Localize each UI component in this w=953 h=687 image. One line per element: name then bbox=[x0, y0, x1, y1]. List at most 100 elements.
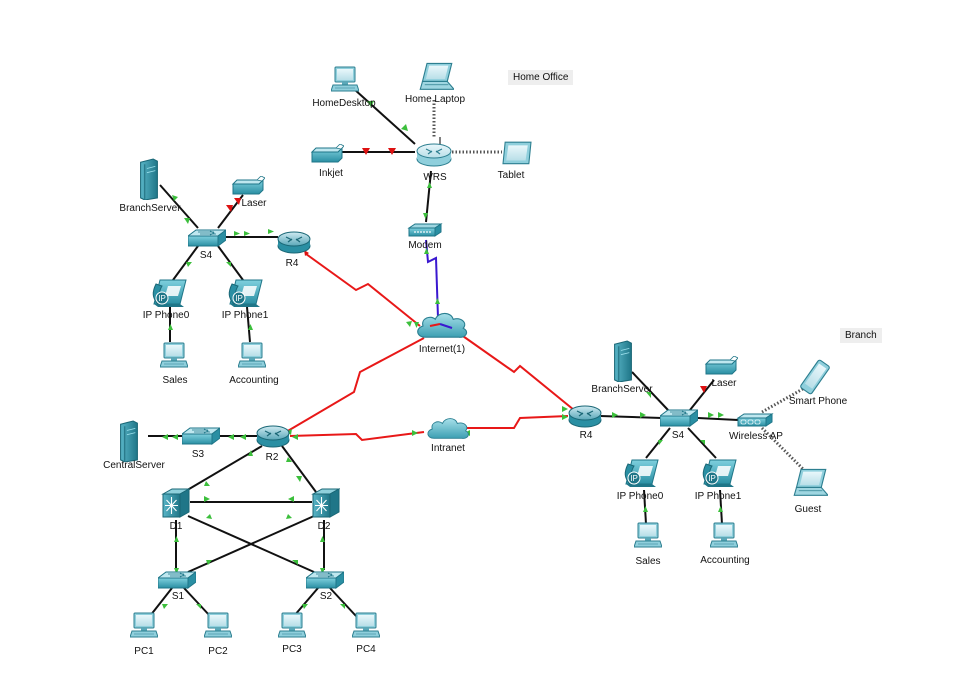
branch-server-right-icon[interactable] bbox=[614, 340, 632, 382]
wireless-router-icon[interactable] bbox=[416, 136, 452, 167]
link-phone1-accounting-right bbox=[719, 489, 723, 525]
label-home-laptop: Home Laptop bbox=[404, 94, 466, 105]
label-d1: D1 bbox=[169, 521, 183, 532]
link-r2-intranet bbox=[289, 431, 425, 442]
laser-printer-left-icon[interactable] bbox=[232, 176, 265, 195]
label-ip-phone0-left: IP Phone0 bbox=[142, 310, 190, 321]
ip-badge-phone1-left: IP bbox=[235, 294, 243, 303]
label-intranet: Intranet bbox=[431, 443, 465, 454]
label-modem: Modem bbox=[408, 240, 442, 251]
intranet-cloud-icon[interactable] bbox=[427, 418, 469, 439]
label-s4-left: S4 bbox=[199, 250, 213, 261]
inkjet-printer-icon[interactable] bbox=[311, 144, 344, 163]
multilayer-switch-d1-icon[interactable] bbox=[162, 488, 190, 518]
accounting-pc-right-icon[interactable] bbox=[710, 522, 738, 548]
link-s4-ap bbox=[697, 417, 739, 421]
label-pc4: PC4 bbox=[356, 644, 376, 655]
link-r2-d1 bbox=[183, 445, 263, 493]
link-phone0-sales-right bbox=[643, 489, 647, 525]
link-r2-d2 bbox=[281, 445, 317, 493]
label-r2: R2 bbox=[265, 452, 279, 463]
link-r4-internet bbox=[305, 253, 421, 327]
ip-badge-phone0-left: IP bbox=[158, 294, 166, 303]
label-wrs: WRS bbox=[423, 172, 447, 183]
ip-phone1-left-icon[interactable] bbox=[228, 279, 263, 308]
label-internet: Internet(1) bbox=[418, 344, 466, 355]
wireless-ap-icon[interactable] bbox=[737, 413, 773, 427]
link-s4-phone0-left bbox=[172, 245, 199, 281]
branch-server-left-icon[interactable] bbox=[140, 158, 158, 200]
router-r4-right-icon[interactable] bbox=[568, 405, 602, 428]
label-inkjet: Inkjet bbox=[319, 168, 343, 179]
accounting-pc-left-icon[interactable] bbox=[238, 342, 266, 368]
label-d2: D2 bbox=[317, 521, 331, 532]
label-wireless-ap: Wireless AP bbox=[729, 431, 783, 442]
modem-icon[interactable] bbox=[408, 223, 442, 237]
sales-pc-left-icon[interactable] bbox=[160, 342, 188, 368]
link-phone1-accounting-left bbox=[246, 306, 251, 343]
smart-phone-icon[interactable] bbox=[799, 358, 831, 396]
link-branchserver-s4-right bbox=[631, 371, 669, 411]
link-internet-r2 bbox=[285, 337, 425, 433]
tablet-icon[interactable] bbox=[502, 141, 532, 165]
central-server-icon[interactable] bbox=[120, 420, 138, 462]
guest-laptop-icon[interactable] bbox=[793, 468, 828, 496]
label-ip-phone1-right: IP Phone1 bbox=[694, 491, 742, 502]
link-down-indicators bbox=[226, 148, 707, 393]
label-central-server: CentralServer bbox=[103, 460, 165, 471]
link-s2-pc3 bbox=[293, 587, 319, 617]
home-laptop-icon[interactable] bbox=[419, 62, 454, 90]
router-r4-left-icon[interactable] bbox=[277, 231, 311, 254]
label-pc3: PC3 bbox=[282, 644, 302, 655]
link-s2-pc4 bbox=[329, 587, 357, 617]
ip-badge-phone0-right: IP bbox=[630, 474, 638, 483]
label-laser-right: Laser bbox=[711, 378, 737, 389]
label-ip-phone0-right: IP Phone0 bbox=[616, 491, 664, 502]
pc1-icon[interactable] bbox=[130, 612, 158, 638]
switch-s4-right-icon[interactable] bbox=[660, 409, 698, 427]
link-s1-pc2 bbox=[183, 587, 211, 617]
multilayer-switch-d2-icon[interactable] bbox=[312, 488, 340, 518]
label-accounting-left: Accounting bbox=[229, 375, 279, 386]
pc4-icon[interactable] bbox=[352, 612, 380, 638]
internet-cloud-traffic bbox=[429, 323, 453, 329]
ip-badge-phone1-right: IP bbox=[708, 474, 716, 483]
ip-badges: IP IP IP IP bbox=[155, 291, 719, 485]
router-r2-icon[interactable] bbox=[256, 425, 290, 448]
laser-printer-right-icon[interactable] bbox=[705, 356, 738, 375]
connection-links bbox=[148, 88, 810, 617]
label-r4-left: R4 bbox=[285, 258, 299, 269]
switch-s4-left-icon[interactable] bbox=[188, 229, 226, 247]
label-r4-right: R4 bbox=[579, 430, 593, 441]
label-smart-phone: Smart Phone bbox=[788, 396, 848, 407]
link-r4-s4-right bbox=[599, 415, 663, 419]
label-s1: S1 bbox=[171, 591, 185, 602]
area-label-branch: Branch bbox=[840, 328, 882, 343]
label-branch-server-right: BranchServer bbox=[591, 384, 653, 395]
label-pc2: PC2 bbox=[208, 646, 228, 657]
home-desktop-icon[interactable] bbox=[331, 66, 359, 92]
label-sales-left: Sales bbox=[162, 375, 188, 386]
label-accounting-right: Accounting bbox=[700, 555, 750, 566]
link-s4-phone1-right bbox=[687, 427, 717, 459]
link-up-indicators bbox=[162, 101, 724, 609]
link-branchserver-s4-left bbox=[159, 184, 199, 229]
pc2-icon[interactable] bbox=[204, 612, 232, 638]
link-intranet-r4-right bbox=[466, 415, 569, 429]
label-branch-server-left: BranchServer bbox=[119, 203, 181, 214]
label-s2: S2 bbox=[319, 591, 333, 602]
link-laser-s4-right bbox=[689, 379, 715, 411]
label-laser-left: Laser bbox=[241, 198, 267, 209]
switch-s3-icon[interactable] bbox=[182, 427, 220, 445]
label-tablet: Tablet bbox=[497, 170, 525, 181]
link-homedesktop-wrs bbox=[353, 88, 416, 145]
pc3-icon[interactable] bbox=[278, 612, 306, 638]
label-s3: S3 bbox=[191, 449, 205, 460]
sales-pc-right-icon[interactable] bbox=[634, 522, 662, 548]
switch-s2-icon[interactable] bbox=[306, 571, 344, 589]
label-pc1: PC1 bbox=[134, 646, 154, 657]
label-home-desktop: HomeDesktop bbox=[312, 98, 376, 109]
switch-s1-icon[interactable] bbox=[158, 571, 196, 589]
link-s4-phone0-right bbox=[645, 427, 671, 459]
